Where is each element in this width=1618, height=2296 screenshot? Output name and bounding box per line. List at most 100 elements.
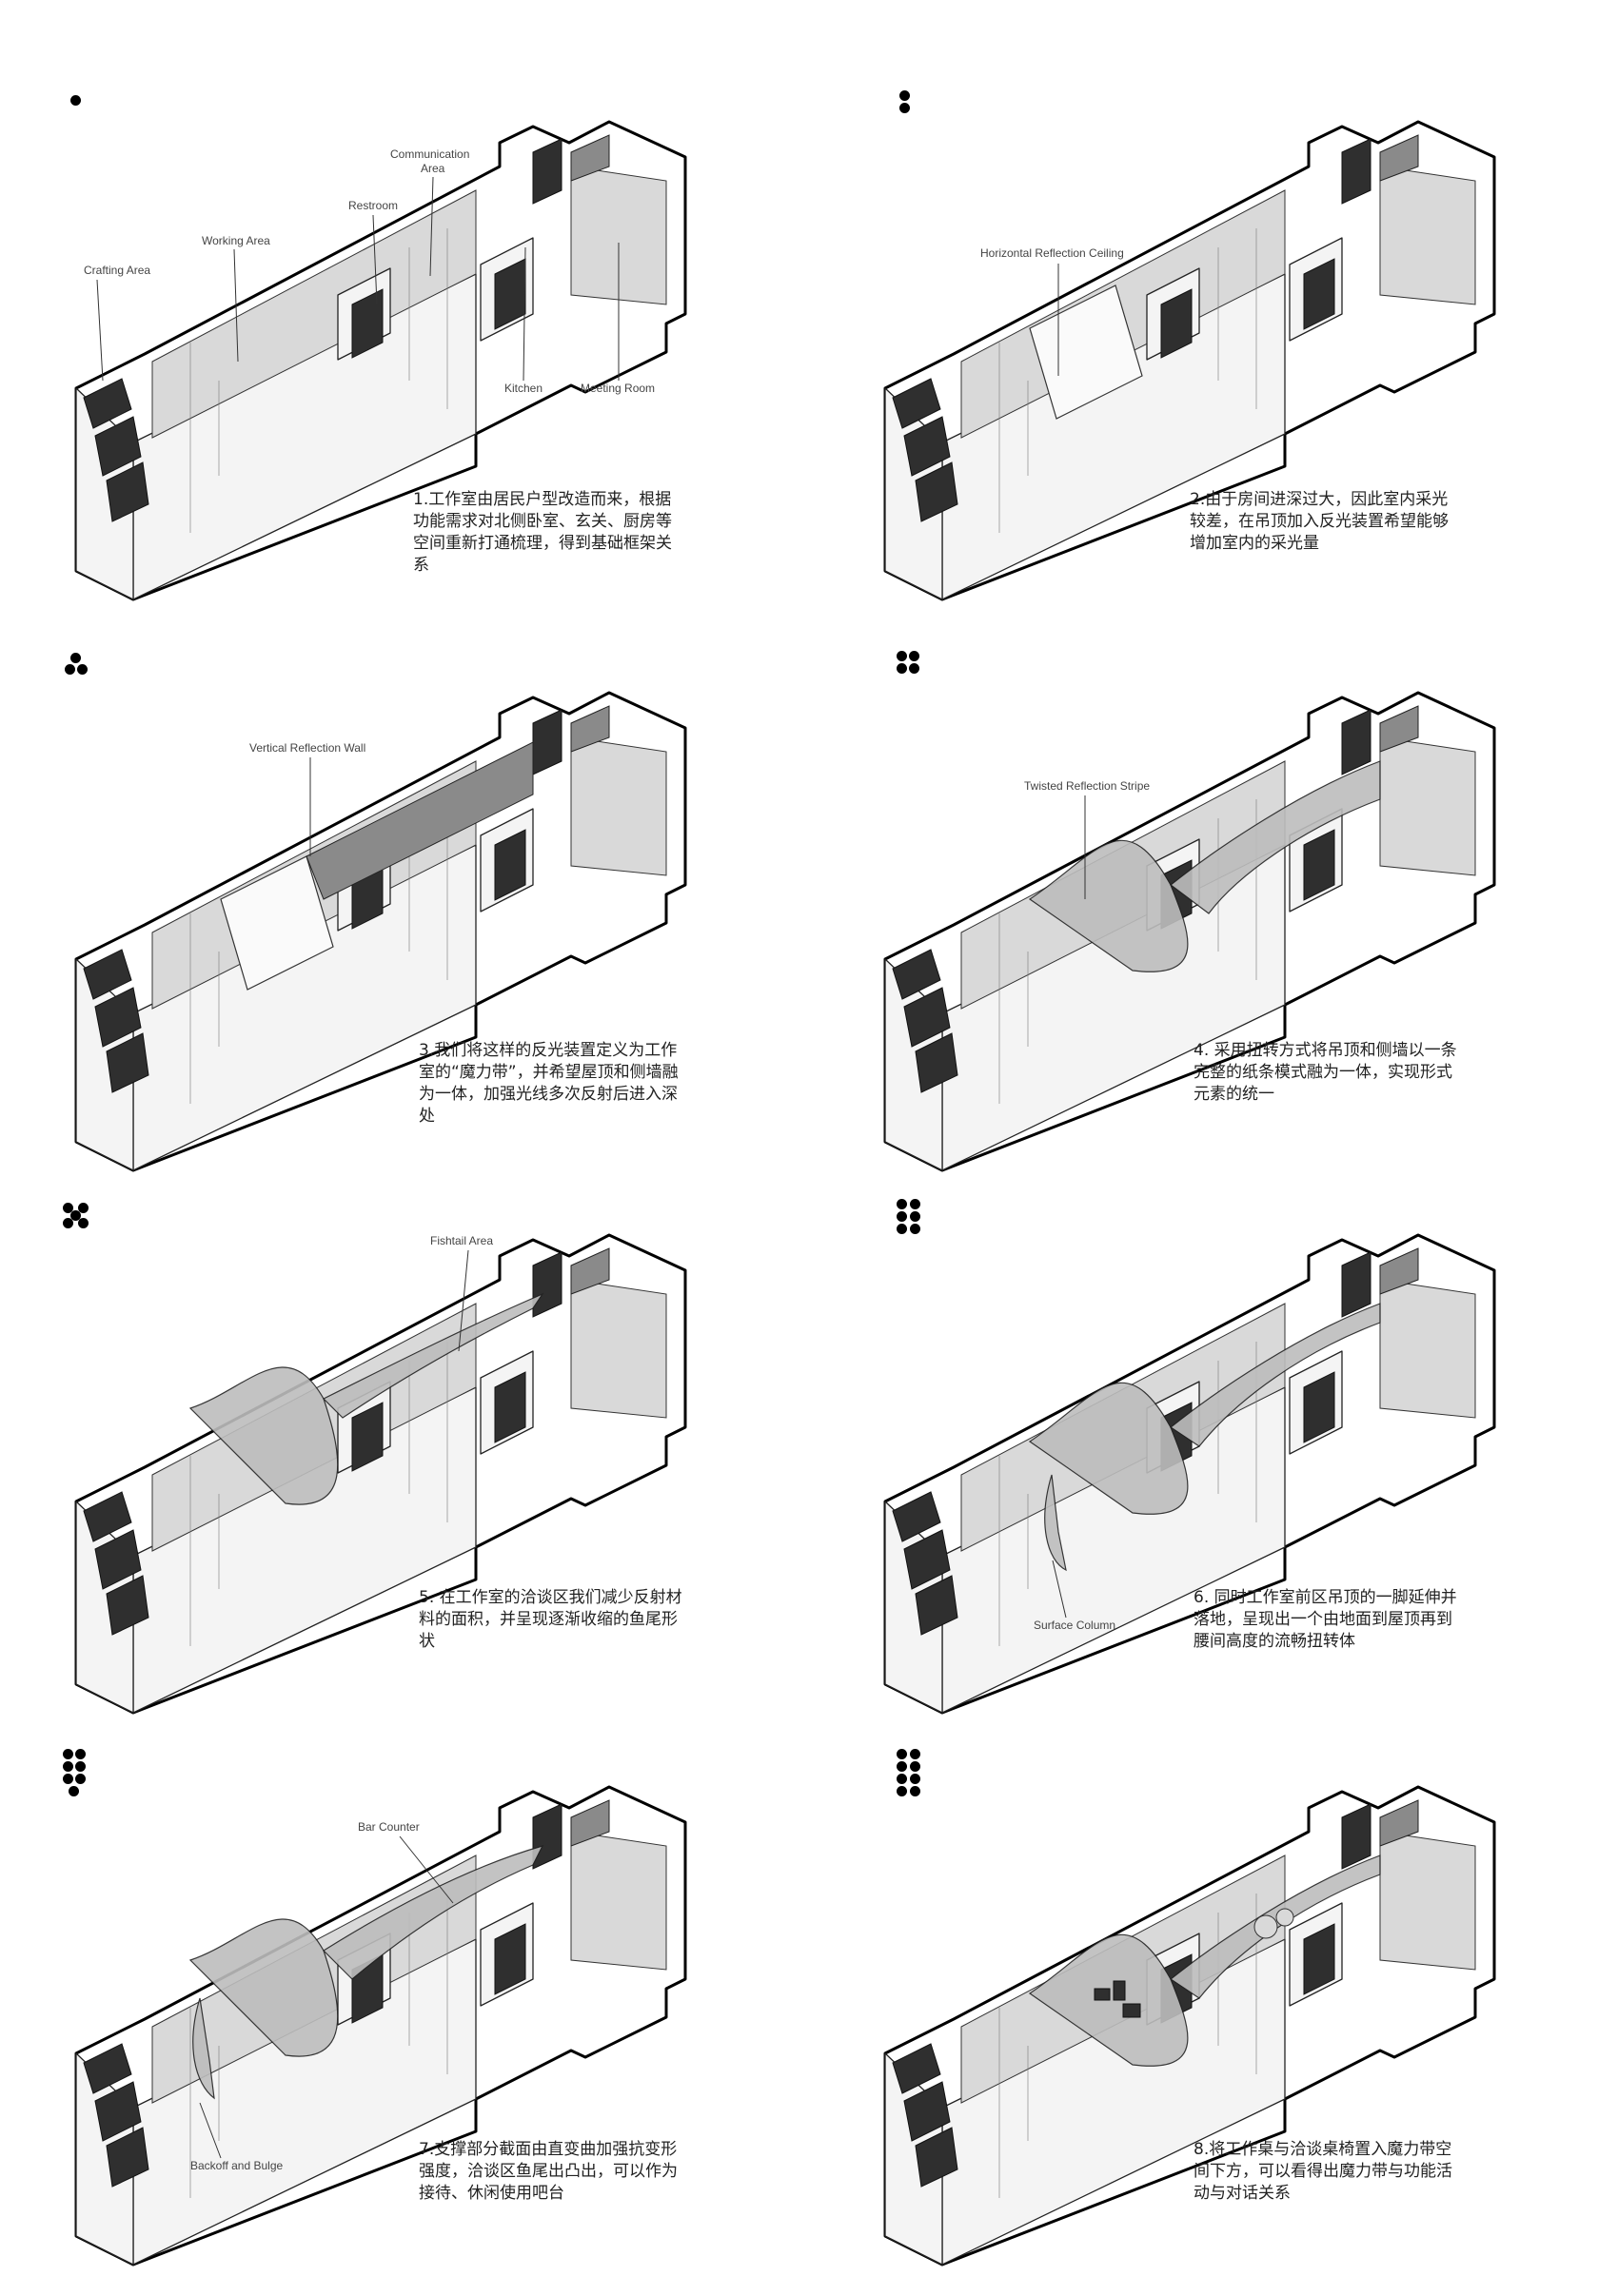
caption-4: 4. 采用扭转方式将吊顶和侧墙以一条 完整的纸条模式融为一体，实现形式 元素的统… <box>1194 1041 1457 1104</box>
diagram-panel-5: Fishtail Area 5. 在工作室的洽谈区我们减少反射材 料的面积，并呈… <box>0 1113 809 1715</box>
crafting-bay-1 <box>892 1491 941 1542</box>
crafting-bay-3 <box>915 2127 958 2188</box>
crafting-bay-2 <box>94 1529 142 1590</box>
label-working-area: Working Area <box>202 234 270 247</box>
label-kitchen: Kitchen <box>504 382 543 395</box>
label-backoff-and-bulge: Backoff and Bulge <box>190 2159 284 2172</box>
axonometric-model-6: Surface Column <box>883 1233 1496 1715</box>
label-surface-column: Surface Column <box>1034 1619 1115 1632</box>
meeting-shadow <box>1379 705 1419 753</box>
axonometric-model-2: Horizontal Reflection Ceiling <box>883 120 1496 601</box>
axonometric-model-8 <box>883 1785 1496 2267</box>
meeting-floor <box>1379 166 1476 305</box>
building-model <box>883 120 1496 601</box>
crafting-bay-2 <box>94 416 142 477</box>
caption-2: 2.由于房间进深过大，因此室内采光 较差，在吊顶加入反光装置希望能够 增加室内的… <box>1190 490 1449 553</box>
caption-6: 6. 同时工作室前区吊顶的一脚延伸并 落地，呈现出一个由地面到屋顶再到 腰间高度… <box>1194 1588 1457 1651</box>
crafting-bay-2 <box>903 416 951 477</box>
kitchen-inner <box>1303 829 1335 901</box>
crafting-bay-1 <box>892 949 941 1000</box>
crafting-bay-3 <box>915 1575 958 1636</box>
meeting-floor <box>570 1279 667 1419</box>
meeting-shadow <box>1379 1799 1419 1847</box>
building-model <box>74 120 687 601</box>
kitchen-inner <box>494 1371 526 1443</box>
kitchen-inner <box>1303 1923 1335 1995</box>
surface-column <box>1028 1303 1381 1572</box>
caption-3: 3.我们将这样的反光装置定义为工作 室的“魔力带”，并希望屋顶和侧墙融 为一体，… <box>419 1041 679 1126</box>
crafting-bay-1 <box>83 1491 132 1542</box>
axonometric-model-1: Crafting Area Working Area Restroom Comm… <box>74 120 687 601</box>
label-bar-counter: Bar Counter <box>358 1820 420 1834</box>
crafting-bay-3 <box>106 1032 149 1093</box>
axonometric-model-4: Twisted Reflection Stripe <box>883 691 1496 1172</box>
diagram-panel-3: Vertical Reflection Wall 3.我们将这样的反光装置定义为… <box>0 571 809 1172</box>
label-twisted-reflection-stripe: Twisted Reflection Stripe <box>1024 779 1150 793</box>
twisted-stripe <box>1028 760 1381 972</box>
crafting-bay-3 <box>106 1575 149 1636</box>
labels-4: Twisted Reflection Stripe <box>1024 779 1150 899</box>
axonometric-model-3: Vertical Reflection Wall <box>74 691 687 1172</box>
labels-2: Horizontal Reflection Ceiling <box>980 246 1124 376</box>
meeting-floor <box>1379 736 1476 876</box>
labels-6: Surface Column <box>1034 1560 1115 1632</box>
crafting-bay-3 <box>106 461 149 522</box>
communication-core <box>1341 709 1371 775</box>
crafting-bay-3 <box>915 1032 958 1093</box>
caption-1: 1.工作室由居民户型改造而来，根据 功能需求对北侧卧室、玄关、厨房等 空间重新打… <box>413 490 672 575</box>
diagram-panel-8: 8.将工作桌与洽谈桌椅置入魔力带空 间下方，可以看得出魔力带与功能活 动与对话关… <box>809 1665 1618 2267</box>
kitchen-inner <box>1303 258 1335 330</box>
meeting-shadow <box>570 134 610 182</box>
kitchen-inner <box>494 1923 526 1995</box>
crafting-bay-1 <box>83 378 132 429</box>
caption-5: 5. 在工作室的洽谈区我们减少反射材 料的面积，并呈现逐渐收缩的鱼尾形 状 <box>419 1588 682 1651</box>
kitchen-inner <box>494 829 526 901</box>
meeting-floor <box>1379 1279 1476 1419</box>
crafting-bay-2 <box>94 2081 142 2142</box>
main-floor <box>151 189 477 439</box>
diagram-panel-4: Twisted Reflection Stripe 4. 采用扭转方式将吊顶和侧… <box>809 571 1618 1172</box>
caption-7: 7.支撑部分截面由直变曲加强抗变形 强度，洽谈区鱼尾出凸出，可以作为 接待、休闲… <box>419 2140 678 2203</box>
restroom-inner <box>351 288 384 359</box>
diagram-panel-6: Surface Column 6. 同时工作室前区吊顶的一脚延伸并 落地，呈现出… <box>809 1113 1618 1715</box>
axonometric-model-5: Fishtail Area <box>74 1233 687 1715</box>
communication-core <box>1341 1803 1371 1870</box>
label-horizontal-reflection-ceiling: Horizontal Reflection Ceiling <box>980 246 1124 260</box>
caption-8: 8.将工作桌与洽谈桌椅置入魔力带空 间下方，可以看得出魔力带与功能活 动与对话关… <box>1194 2140 1452 2203</box>
communication-core <box>532 138 562 205</box>
crafting-bay-2 <box>903 987 951 1048</box>
labels-1: Crafting Area Working Area Restroom Comm… <box>84 147 655 395</box>
meeting-shadow <box>570 705 610 753</box>
crafting-bay-1 <box>83 949 132 1000</box>
kitchen-inner <box>1303 1371 1335 1443</box>
crafting-bay-1 <box>892 2043 941 2094</box>
building-model <box>883 1785 1496 2267</box>
label-restroom: Restroom <box>348 199 398 212</box>
meeting-floor <box>570 736 667 876</box>
restroom-inner <box>1160 288 1193 359</box>
meeting-shadow <box>1379 1247 1419 1295</box>
building-model <box>883 1233 1496 1715</box>
crafting-bay-2 <box>903 1529 951 1590</box>
labels-3: Vertical Reflection Wall <box>249 741 365 856</box>
label-crafting-area: Crafting Area <box>84 264 150 277</box>
label-communication: Communication <box>390 147 469 161</box>
labels-7: Bar Counter Backoff and Bulge <box>190 1820 454 2172</box>
meeting-shadow <box>570 1799 610 1847</box>
fishtail <box>188 1292 544 1505</box>
kitchen-inner <box>494 258 526 330</box>
label-communication-area: Area <box>421 162 445 175</box>
meeting-shadow <box>1379 134 1419 182</box>
restroom-inner <box>351 1402 384 1472</box>
communication-core <box>1341 138 1371 205</box>
label-vertical-reflection-wall: Vertical Reflection Wall <box>249 741 365 755</box>
meeting-floor <box>570 166 667 305</box>
crafting-bay-3 <box>106 2127 149 2188</box>
label-meeting-room: Meeting Room <box>581 382 655 395</box>
furniture-under-stripe <box>1028 1854 1381 2067</box>
communication-core <box>1341 1251 1371 1318</box>
diagram-panel-1: Crafting Area Working Area Restroom Comm… <box>0 0 809 601</box>
diagram-panel-2: Horizontal Reflection Ceiling 2.由于房间进深过大… <box>809 0 1618 601</box>
labels-5: Fishtail Area <box>430 1234 493 1352</box>
reflection-wall <box>220 741 534 991</box>
